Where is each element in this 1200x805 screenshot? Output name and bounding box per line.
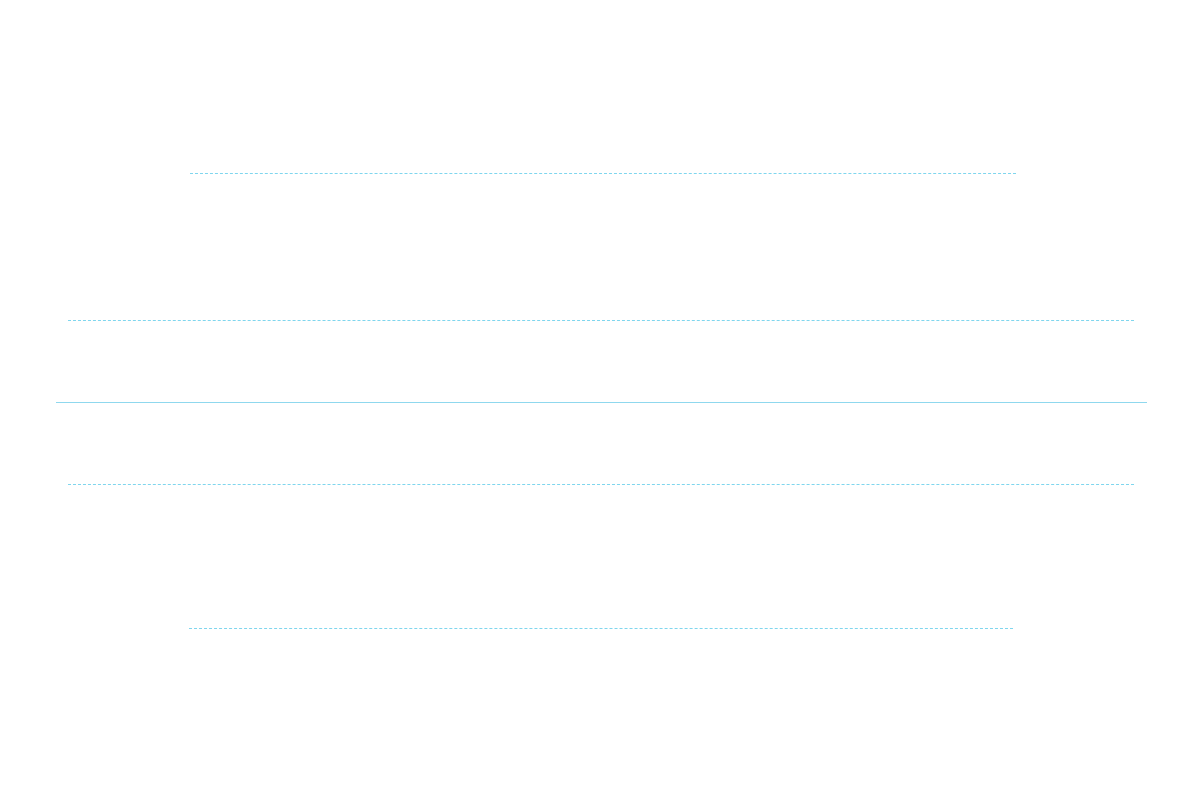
dashed-guide-line-lower	[68, 484, 1134, 485]
solid-center-line	[56, 402, 1147, 403]
dashed-guide-line-top	[190, 173, 1016, 174]
dashed-guide-line-upper	[68, 320, 1134, 321]
dashed-guide-line-bottom	[189, 628, 1013, 629]
